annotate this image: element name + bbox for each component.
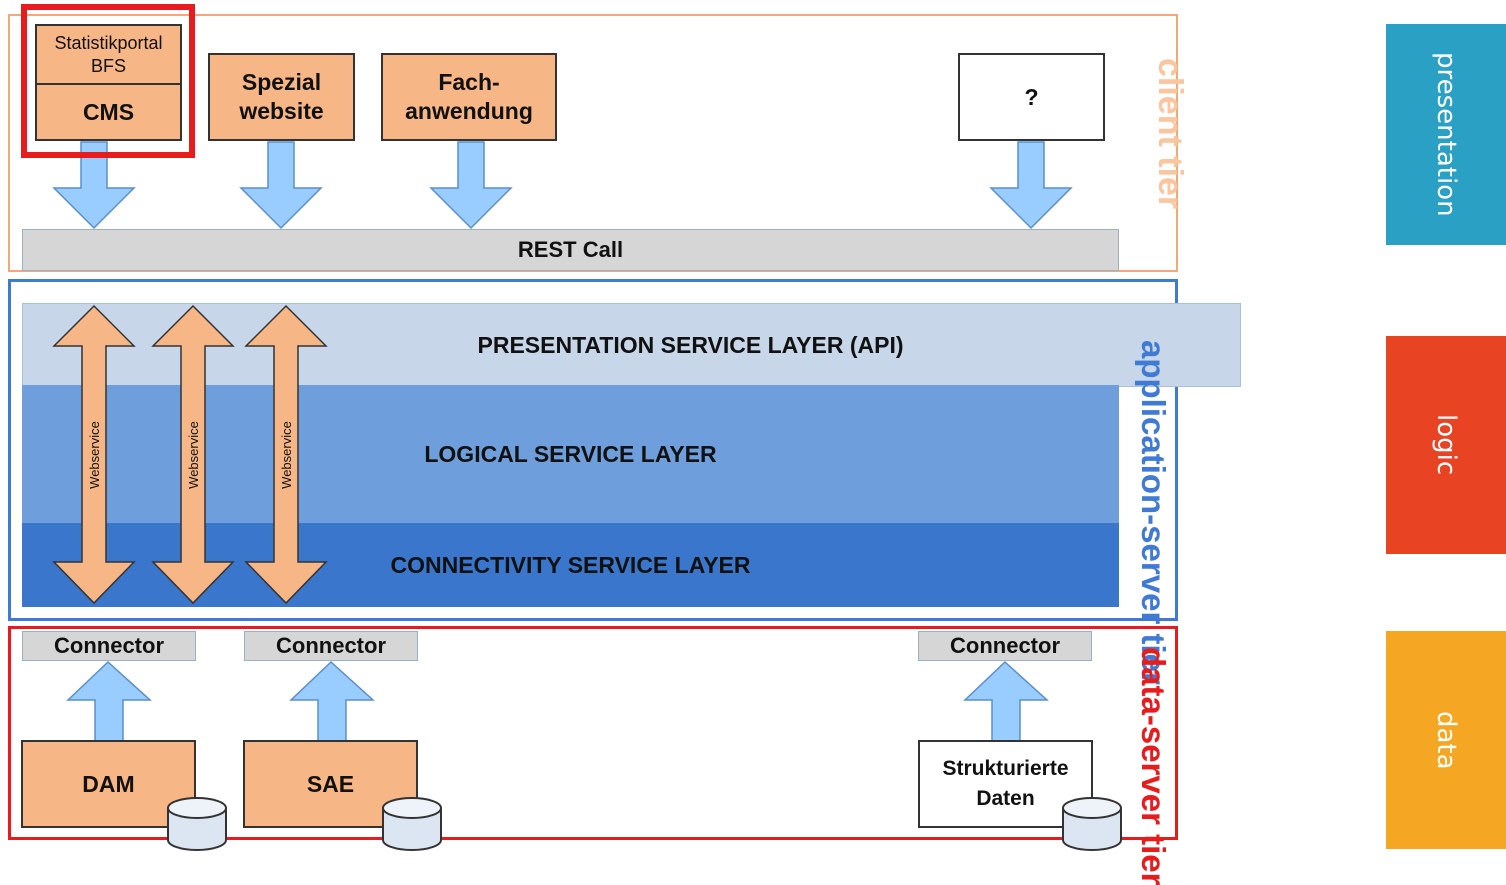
application-tier-label: application-server tier: [1134, 340, 1172, 685]
cms-app-label: CMS: [82, 98, 135, 125]
connector-sae: Connector: [244, 631, 418, 661]
connector-strukturiert: Connector: [918, 631, 1092, 661]
presentation-category-label: presentation: [1431, 52, 1461, 217]
presentation-service-layer-label: PRESENTATION SERVICE LAYER (API): [477, 331, 904, 358]
data-category-label: data: [1431, 710, 1461, 770]
webservice-label-1: Webservice: [87, 421, 102, 489]
client-tier-label-text: client tier: [1151, 58, 1189, 210]
webservice-arrow-2: [151, 304, 235, 605]
dam-source-label: DAM: [82, 770, 135, 797]
connectivity-service-layer-label: CONNECTIVITY SERVICE LAYER: [390, 551, 751, 578]
webservice-arrow-1: [52, 304, 136, 605]
rest-call-bar: REST Call: [22, 229, 1119, 271]
data-category-box: data: [1386, 631, 1506, 849]
logical-service-layer-label: LOGICAL SERVICE LAYER: [424, 440, 717, 467]
data-tier-label: data-server tier: [1134, 647, 1172, 885]
down-arrow-spezial: [239, 141, 323, 230]
fachanwendung-label: Fach- anwendung: [405, 69, 533, 124]
diagram-graphics: Webservice Webservice Webservice: [52, 141, 1073, 742]
presentation-category-box: presentation: [1386, 24, 1506, 245]
unknown-app-label: ?: [1024, 83, 1039, 110]
client-tier-label: client tier: [1150, 58, 1189, 209]
application-tier-label-line1: application-: [1135, 340, 1172, 526]
database-icon: [1062, 797, 1122, 851]
application-tier-label-line2: server tier: [1135, 525, 1172, 685]
database-icon: [382, 797, 442, 851]
webservice-label-2: Webservice: [186, 421, 201, 489]
data-tier-frame: [8, 626, 1178, 840]
sae-source[interactable]: SAE: [243, 740, 418, 828]
fachanwendung-app[interactable]: Fach- anwendung: [381, 53, 557, 141]
dam-source[interactable]: DAM: [21, 740, 196, 828]
webservice-arrow-3: [244, 304, 328, 605]
webservice-label-3: Webservice: [279, 421, 294, 489]
cms-app-top-label: Statistikportal BFS: [54, 32, 163, 76]
connector-strukturiert-label: Connector: [950, 633, 1060, 658]
database-icons: [167, 797, 1122, 851]
connector-sae-label: Connector: [276, 633, 386, 658]
unknown-app[interactable]: ?: [958, 53, 1105, 141]
client-tier-frame: [8, 14, 1178, 272]
cms-highlight-frame: [21, 4, 195, 158]
connector-dam: Connector: [22, 631, 196, 661]
data-tier-label-line1: data-: [1135, 647, 1172, 726]
cms-app[interactable]: CMS: [35, 83, 182, 141]
data-tier-label-line2: server tier: [1135, 725, 1172, 885]
sae-source-label: SAE: [306, 770, 355, 797]
down-arrow-fach: [429, 141, 513, 230]
application-tier-frame: [8, 279, 1178, 621]
spezial-website-label: Spezial website: [239, 69, 324, 124]
cms-app-top[interactable]: Statistikportal BFS: [35, 24, 182, 85]
down-arrow-unknown: [989, 141, 1073, 230]
strukturierte-daten-label: Strukturierte Daten: [942, 757, 1069, 810]
down-arrow-cms: [52, 141, 136, 230]
strukturierte-daten-source[interactable]: Strukturierte Daten: [918, 740, 1093, 828]
rest-call-label: REST Call: [517, 237, 624, 262]
spezial-website-app[interactable]: Spezial website: [208, 53, 355, 141]
connector-dam-label: Connector: [54, 633, 164, 658]
database-icon: [167, 797, 227, 851]
logic-category-label: logic: [1431, 414, 1461, 476]
logic-category-box: logic: [1386, 336, 1506, 554]
